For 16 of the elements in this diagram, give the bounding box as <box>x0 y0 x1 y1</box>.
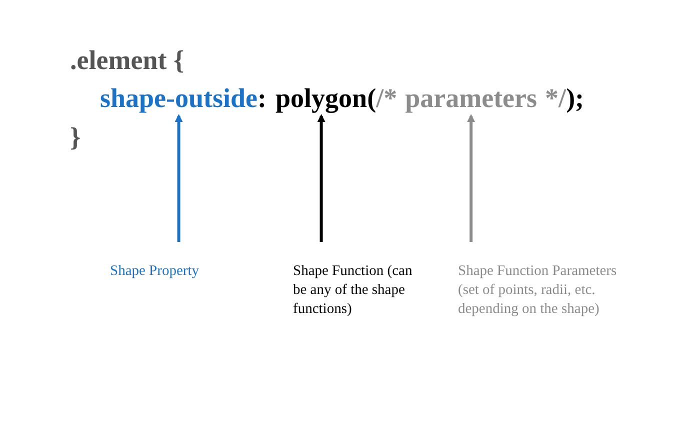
annotation-text: Shape Property <box>110 262 270 281</box>
arrow <box>467 114 476 242</box>
code-text: ( <box>367 83 376 114</box>
arrow <box>174 114 183 242</box>
code-text: ); <box>566 83 584 114</box>
code-text: .element { <box>70 45 184 76</box>
function-name: polygon <box>276 83 368 114</box>
code-text: : <box>258 83 267 114</box>
annotation-text: Shape Function Parameters (set of points, radii, etc. depending on the shape) <box>458 262 640 319</box>
code-text: /* <box>376 83 398 114</box>
arrow <box>317 114 326 242</box>
property-name: shape-outside <box>100 83 258 114</box>
code-text: } <box>70 122 81 153</box>
parameter-name: parameters <box>405 83 538 114</box>
annotation-text: Shape Function (can be any of the shape functions) <box>293 262 421 319</box>
code-text: */ <box>545 83 566 114</box>
